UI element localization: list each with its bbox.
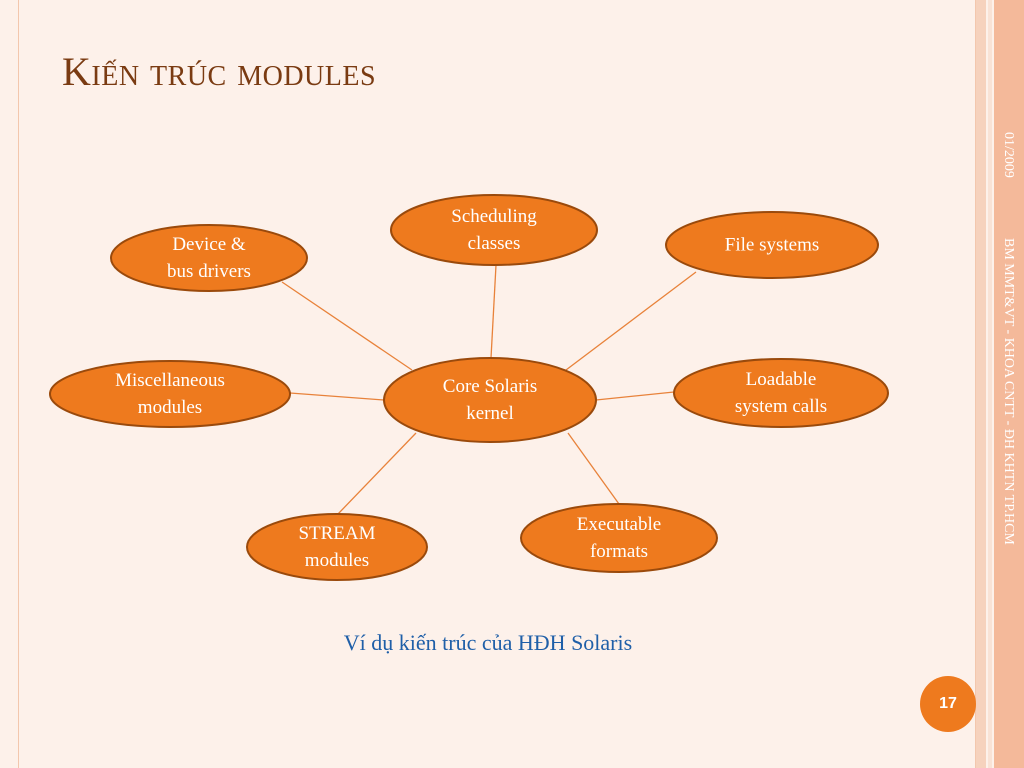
diagram-caption: Ví dụ kiến trúc của HĐH Solaris	[343, 630, 633, 655]
node-executable-label: Executable formats	[576, 514, 662, 562]
side-stripe	[988, 0, 992, 768]
node-shapes	[49, 194, 889, 581]
connector-device	[281, 281, 413, 371]
node-stream-label: STREAM modules	[298, 523, 376, 571]
slide-title: Kiến trúc modules	[62, 49, 377, 94]
connector-loadable	[595, 391, 675, 401]
connector-stream	[337, 432, 417, 515]
node-stream-shape	[246, 513, 428, 581]
node-filesystems-shape	[665, 211, 879, 279]
node-scheduling-shape	[390, 194, 598, 266]
connector-executable	[567, 432, 620, 505]
node-device-shape	[110, 224, 308, 292]
page-number-badge: 17	[920, 676, 976, 732]
node-scheduling-label: Scheduling classes	[451, 206, 537, 254]
side-stripe	[976, 0, 986, 768]
node-device-label: Device & bus drivers	[167, 234, 251, 282]
node-core-label: Core Solaris kernel	[442, 376, 538, 424]
node-executable-shape	[520, 503, 718, 573]
slide-frame	[18, 0, 976, 768]
connector-filesystems	[565, 271, 697, 371]
node-loadable-shape	[673, 358, 889, 428]
node-filesystems-label: File systems	[724, 234, 820, 256]
side-band	[994, 0, 1024, 768]
side-date: 01/2009	[1001, 132, 1016, 178]
connector-scheduling	[490, 264, 497, 359]
node-core-shape	[383, 357, 597, 443]
connectors	[281, 264, 697, 515]
node-misc-label: Miscellaneous modules	[115, 370, 225, 418]
side-organization: BM MMT&VT - KHOA CNTT - ĐH KHTN TP.HCM	[1001, 238, 1016, 545]
connector-misc	[289, 392, 385, 401]
node-loadable-label: Loadable system calls	[734, 369, 828, 417]
node-misc-shape	[49, 360, 291, 428]
